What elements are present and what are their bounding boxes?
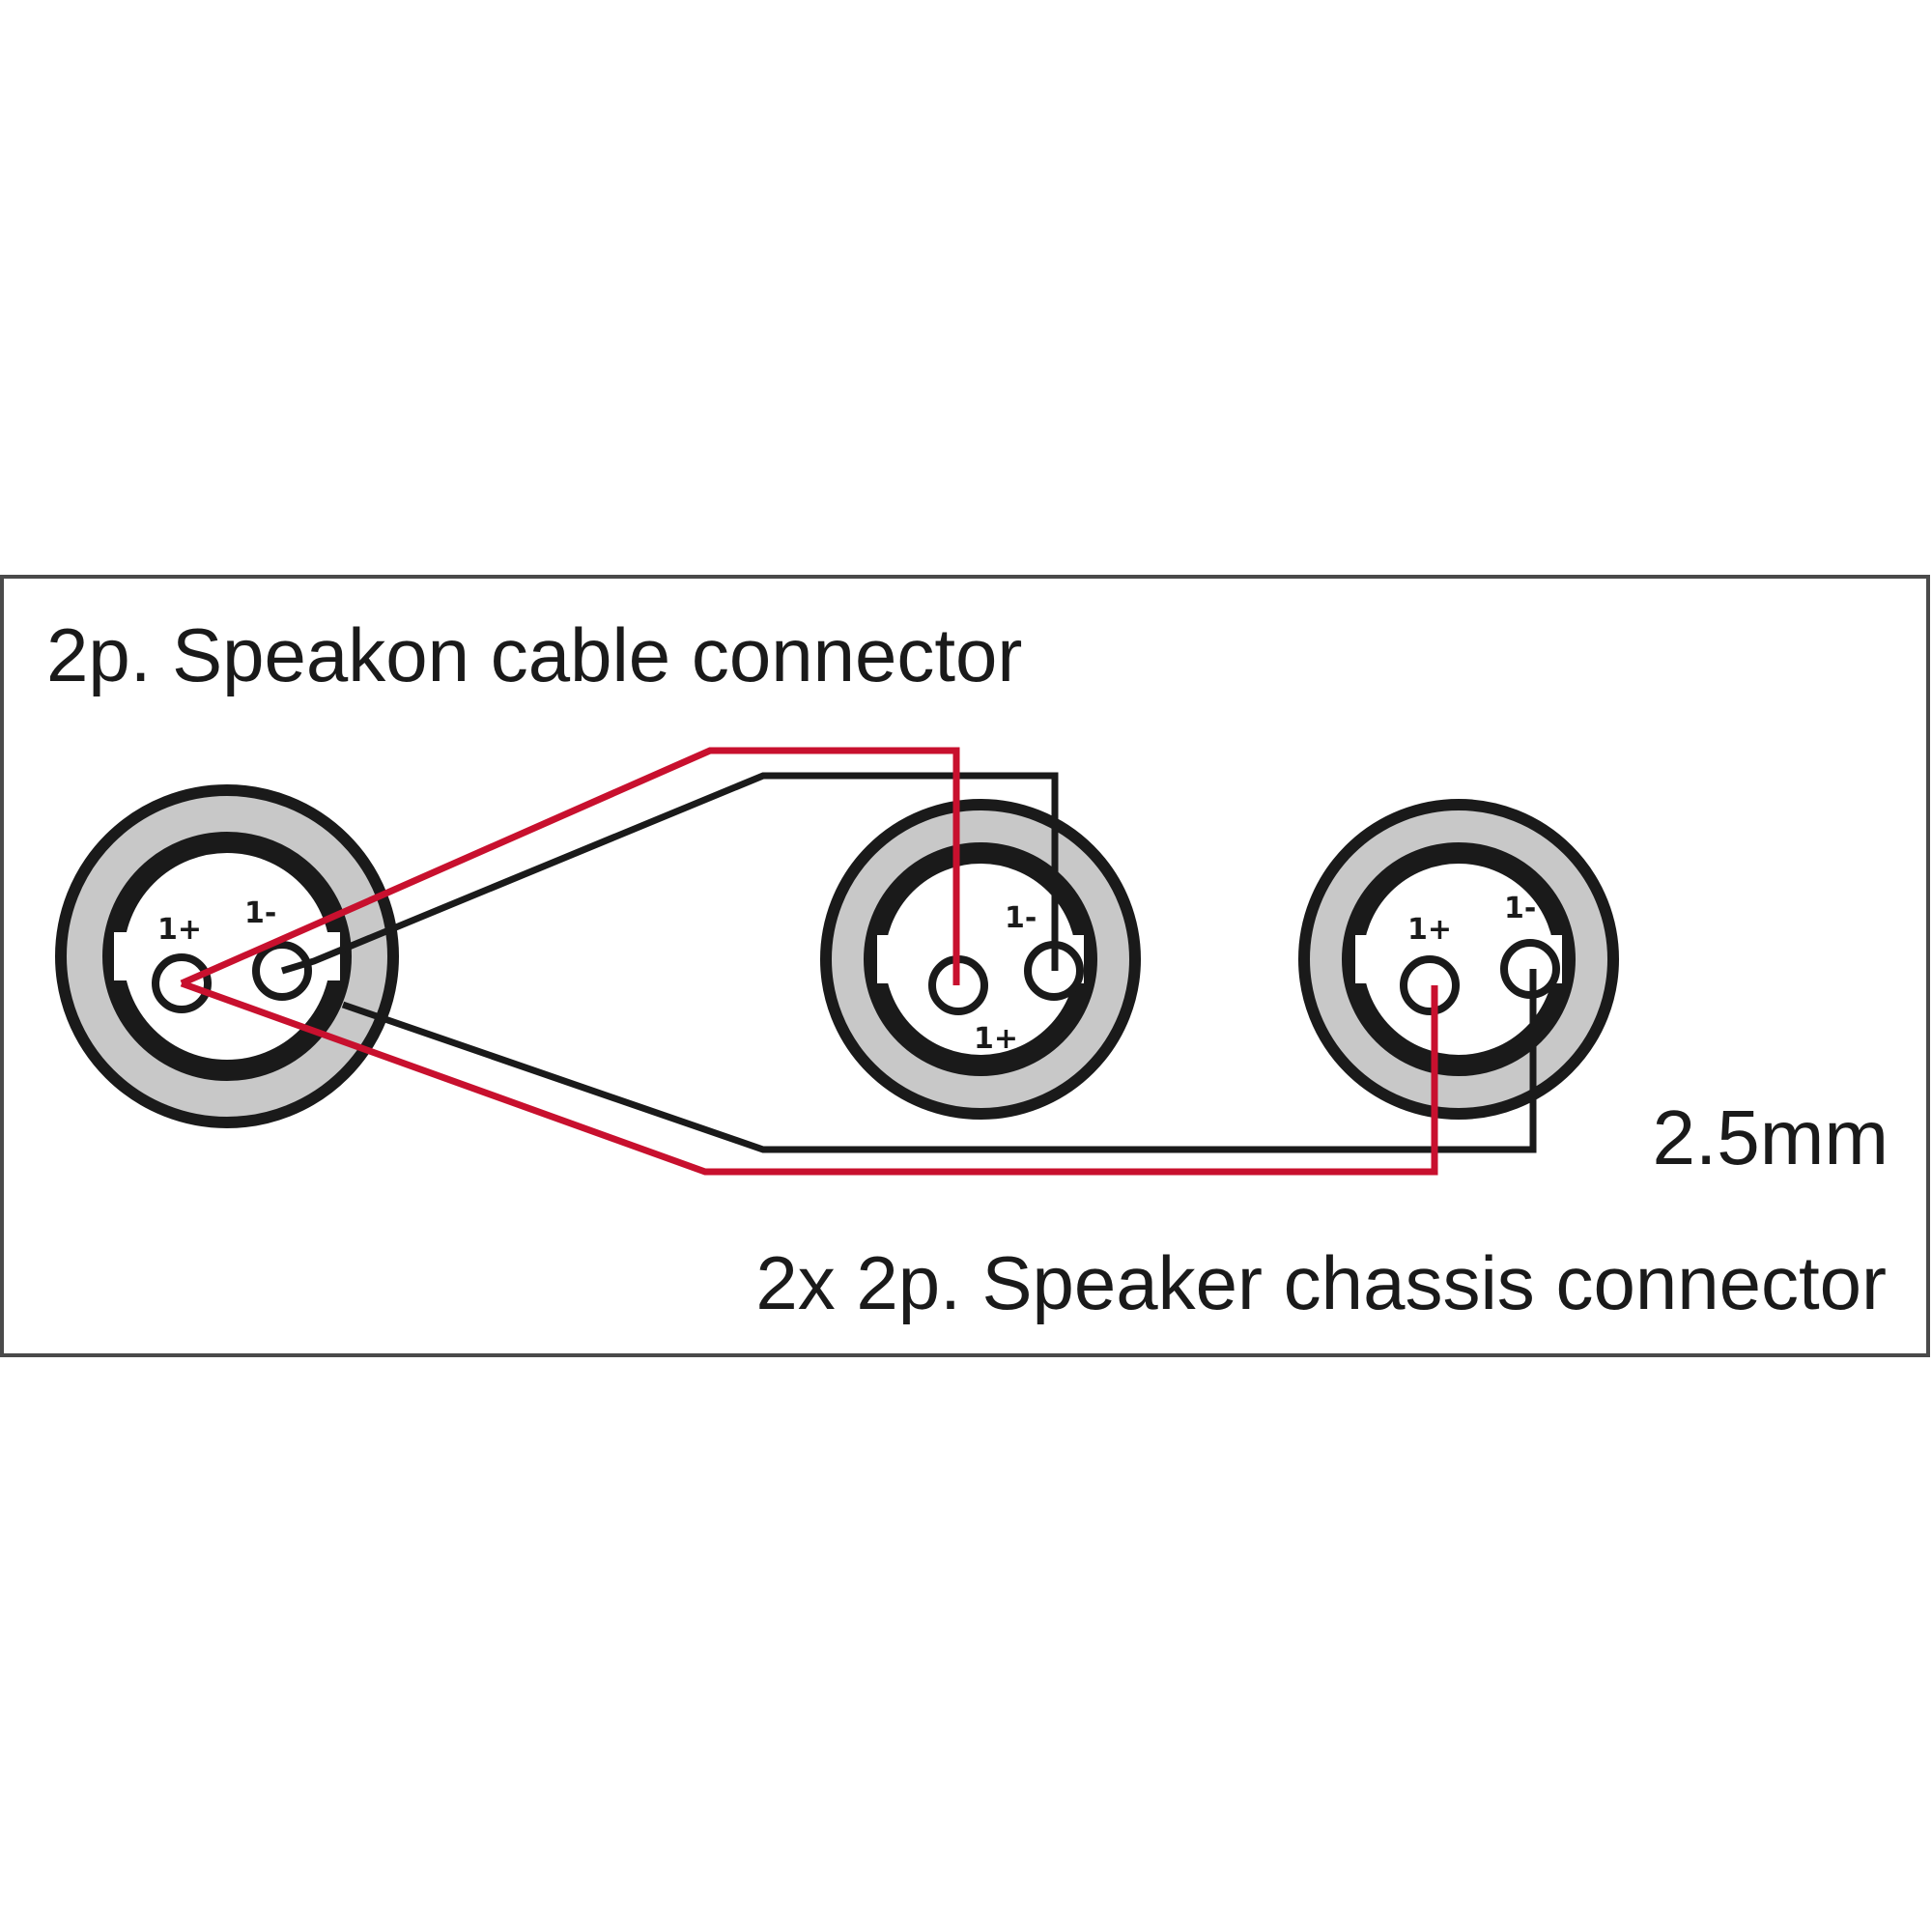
wire-negative-to-connector-a [280,772,1059,975]
chassis-connector-label: 2x 2p. Speaker chassis connector [755,1240,1887,1325]
speakon-cable-connector: 1+ 1- [55,784,399,1128]
connector-inner-ring [1342,842,1576,1076]
cable-size-label: 2.5mm [1653,1094,1889,1180]
connector-inner-ring [864,842,1097,1076]
connector-key-left [114,932,128,980]
pin-plus-label: 1+ [157,913,202,947]
pin-plus-label: 1+ [974,1022,1018,1056]
pin-minus-label: 1- [1504,892,1536,925]
wire-positive-to-connector-b [180,980,1438,1176]
wire-negative-to-connector-b [341,969,1537,1153]
pin-minus-label: 1- [244,896,276,930]
cable-connector-label: 2p. Speakon cable connector [46,612,1022,697]
pin-plus-label: 1+ [1407,913,1452,947]
chassis-connector-b: 1+ 1- [1298,799,1619,1120]
pin-minus-label: 1- [1005,901,1037,935]
connector-key-left [877,935,891,983]
pin-plus [1400,955,1460,1015]
wire-positive-to-connector-a [180,747,960,987]
chassis-connector-a: 1- 1+ [820,799,1141,1120]
connector-inner-ring [102,832,352,1081]
connector-key-left [1355,935,1369,983]
